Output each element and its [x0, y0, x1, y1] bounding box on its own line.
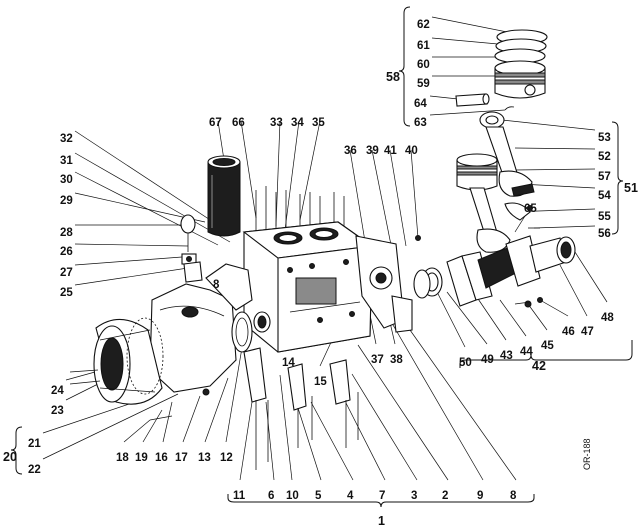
cylinder-liner-67 [207, 155, 241, 237]
callout-54: 54 [598, 190, 611, 202]
callout-61: 61 [417, 40, 430, 52]
callout-8: 8 [213, 279, 220, 291]
callout-12: 12 [220, 452, 233, 464]
callout-56: 56 [598, 228, 611, 240]
callout-42: 42 [532, 359, 546, 373]
callout-48: 48 [601, 312, 614, 324]
callout-53: 53 [598, 132, 611, 144]
callout-3: 3 [411, 490, 417, 502]
callout-47: 47 [581, 326, 594, 338]
callout-29: 29 [60, 195, 73, 207]
callout-23: 23 [51, 405, 64, 417]
callout-11: 11 [233, 490, 246, 502]
callout-63: 63 [414, 117, 427, 129]
rear-plate [355, 235, 431, 333]
callout-31: 31 [60, 155, 73, 167]
callout-2: 2 [442, 490, 448, 502]
callout-36: 36 [344, 145, 357, 157]
callout-55: 55 [598, 211, 611, 223]
callout-13: 13 [198, 452, 211, 464]
reference-code: OR-188 [582, 438, 592, 470]
callout-32: 32 [60, 133, 73, 145]
callout-8b: 8 [510, 490, 517, 502]
callout-39: 39 [366, 145, 379, 157]
callout-43: 43 [500, 350, 513, 362]
callout-34: 34 [291, 117, 304, 129]
callout-49: 49 [481, 354, 494, 366]
lifting-eye [180, 214, 203, 283]
lower-components [149, 347, 359, 470]
flywheel-housing [149, 263, 271, 393]
callout-6: 6 [268, 490, 274, 502]
callout-21: 21 [28, 438, 41, 450]
callout-26: 26 [60, 246, 73, 258]
piston-assembly-58 [455, 29, 548, 111]
callout-37: 37 [371, 354, 384, 366]
callout-44: 44 [520, 346, 533, 358]
grouping-braces [10, 6, 633, 508]
connecting-rod-assembly-51 [456, 111, 540, 253]
callout-57: 57 [598, 171, 611, 183]
callout-27: 27 [60, 267, 73, 279]
callout-4: 4 [347, 490, 354, 502]
callout-64: 64 [414, 98, 427, 110]
callout-67: 67 [209, 117, 222, 129]
callout-40: 40 [405, 145, 418, 157]
callout-62: 62 [417, 19, 430, 31]
callout-17: 17 [175, 452, 188, 464]
callout-45: 45 [541, 340, 554, 352]
callout-18: 18 [116, 452, 129, 464]
callout-19: 19 [135, 452, 148, 464]
callout-9: 9 [477, 490, 483, 502]
callout-30: 30 [60, 174, 73, 186]
callout-22: 22 [28, 464, 41, 476]
engine-block [242, 221, 374, 353]
callout-5: 5 [315, 490, 322, 502]
callout-38: 38 [390, 354, 403, 366]
callout-46: 46 [562, 326, 575, 338]
callout-33: 33 [270, 117, 283, 129]
callout-20: 20 [3, 450, 17, 464]
callout-14: 14 [282, 357, 295, 369]
callout-25: 25 [60, 287, 73, 299]
callout-1: 1 [378, 514, 385, 526]
callout-24: 24 [51, 385, 64, 397]
callout-58: 58 [386, 70, 400, 84]
callout-35: 35 [312, 117, 325, 129]
callout-15: 15 [314, 376, 327, 388]
callout-50: 50 [459, 357, 472, 369]
callout-41: 41 [384, 145, 397, 157]
callout-59: 59 [417, 78, 430, 90]
callout-7: 7 [379, 490, 385, 502]
callout-16: 16 [155, 452, 168, 464]
callout-28: 28 [60, 227, 73, 239]
callout-52: 52 [598, 151, 611, 163]
flywheel [69, 317, 164, 405]
callout-65: 65 [524, 203, 537, 215]
callout-60: 60 [417, 59, 430, 71]
callout-51: 51 [624, 181, 638, 195]
callout-66: 66 [232, 117, 245, 129]
callout-10: 10 [286, 490, 299, 502]
